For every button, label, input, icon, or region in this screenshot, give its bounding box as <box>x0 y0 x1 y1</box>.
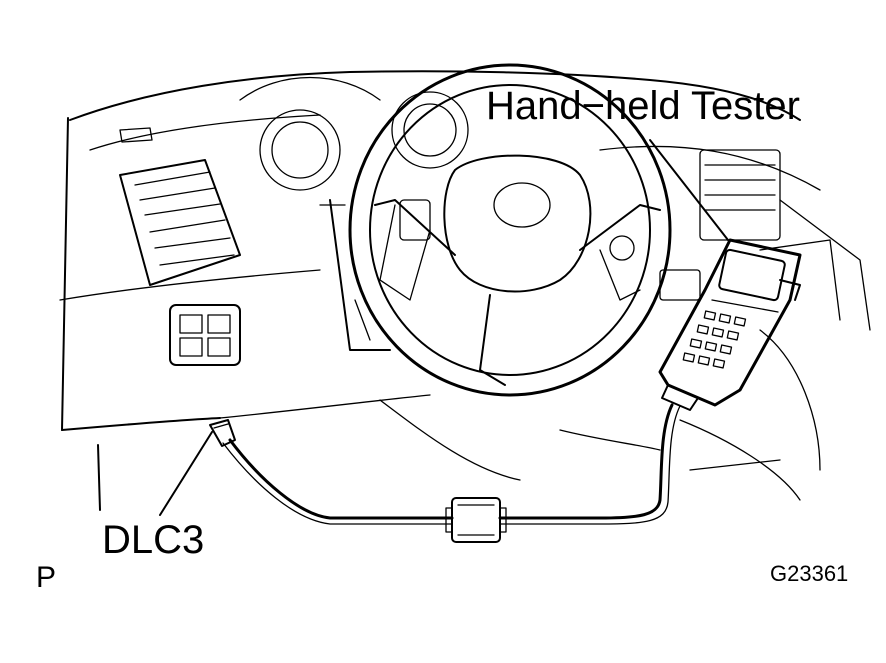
tester-keypad <box>682 310 747 369</box>
hand-held-tester <box>658 238 802 411</box>
lower-panel <box>219 394 661 481</box>
center-console <box>659 149 841 321</box>
dlc3-label: DLC3 <box>102 518 205 562</box>
corner-mark: P <box>36 561 57 594</box>
switch-panel <box>169 304 241 366</box>
cable-junction <box>445 497 507 543</box>
air-vent-left <box>119 159 241 286</box>
instrument-cluster <box>239 76 469 191</box>
tester-leader-line <box>649 139 729 241</box>
figure-code: G23361 <box>770 561 849 586</box>
dlc3-connector <box>209 419 236 447</box>
tester-label: Hand−held Tester <box>486 84 800 128</box>
tester-cable <box>222 403 681 525</box>
steering-column <box>319 199 391 351</box>
steering-wheel <box>348 63 672 397</box>
dashboard-outline <box>59 70 871 511</box>
dlc3-leader-line <box>159 431 213 516</box>
